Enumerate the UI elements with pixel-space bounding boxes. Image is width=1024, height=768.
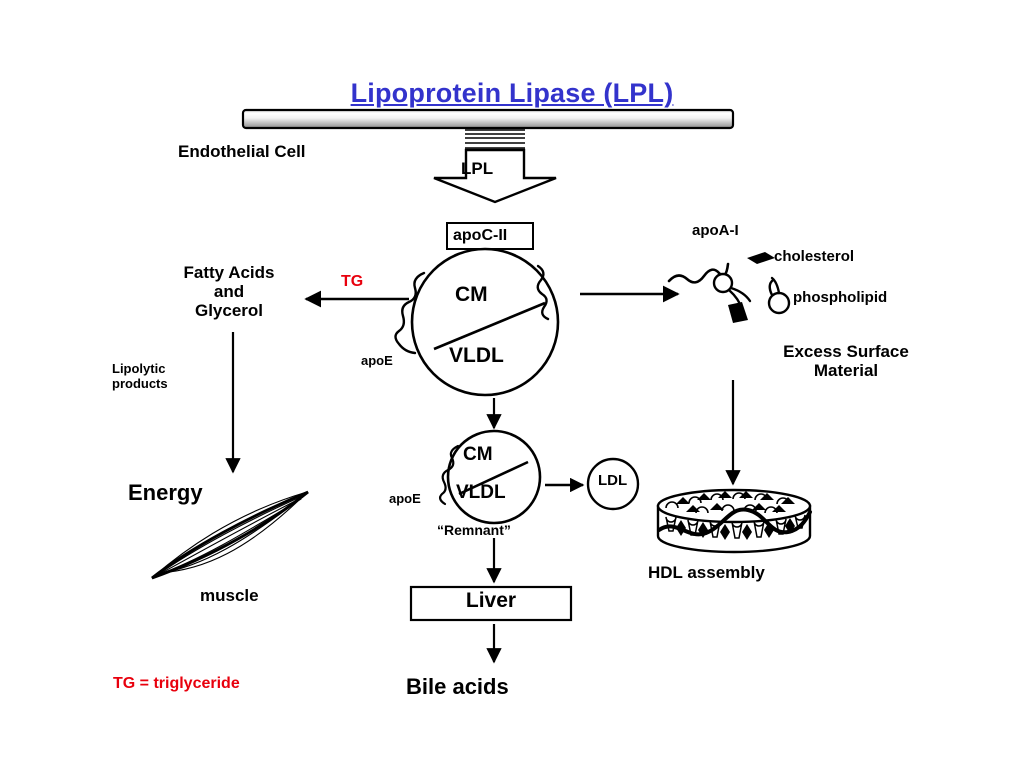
apoc2-box (446, 222, 534, 250)
remnant-particle-apoe-label: apoE (389, 491, 421, 506)
main-particle-cm-label: CM (455, 283, 488, 306)
hdl-assembly-label: HDL assembly (648, 563, 765, 582)
lipoprotein-particle-main (394, 247, 560, 397)
main-particle-vldl-label: VLDL (449, 344, 504, 367)
lpl-anchor-stripes (465, 129, 525, 149)
liver-box (409, 585, 573, 622)
tg-arrow-label: TG (341, 273, 364, 290)
hdl-disc-illustration (656, 488, 812, 554)
apoa1-label: apoA-I (692, 222, 739, 239)
phospholipid-label: phospholipid (793, 289, 888, 306)
lpl-block-arrow (433, 148, 557, 204)
remnant-particle-vldl-label: VLDL (456, 482, 506, 503)
free-phospholipid-glyph (712, 272, 752, 311)
page-title: Lipoprotein Lipase (LPL) (350, 78, 674, 108)
ldl-particle (586, 457, 640, 511)
cholesterol-diamond-icon-2 (728, 302, 748, 323)
excess-surface-material-label: Excess Surface Material (783, 342, 909, 381)
remnant-particle-cm-label: CM (463, 444, 493, 465)
tg-legend-label: TG = triglyceride (113, 675, 240, 692)
muscle-label: muscle (200, 586, 259, 605)
lpl-arrow-label: LPL (461, 159, 494, 178)
cholesterol-label: cholesterol (774, 248, 855, 265)
liver-label: Liver (465, 589, 517, 612)
bile-acids-label: Bile acids (406, 674, 509, 699)
ldl-label: LDL (598, 472, 628, 489)
fatty-acids-label: Fatty Acids and Glycerol (183, 263, 275, 321)
phospholipid-legend-glyph (767, 276, 791, 315)
energy-label: Energy (128, 480, 203, 505)
lipoprotein-particle-remnant (438, 429, 542, 525)
cholesterol-diamond-icon (747, 252, 775, 264)
main-particle-apoe-label: apoE (361, 353, 393, 368)
apoc2-label: apoC-II (453, 227, 508, 244)
endothelial-cell-label: Endothelial Cell (178, 142, 306, 161)
muscle-fiber-illustration (151, 490, 309, 580)
remnant-caption: “Remnant” (437, 522, 511, 538)
endothelial-membrane (241, 108, 735, 130)
lipolytic-products-label: Lipolytic products (112, 361, 168, 391)
